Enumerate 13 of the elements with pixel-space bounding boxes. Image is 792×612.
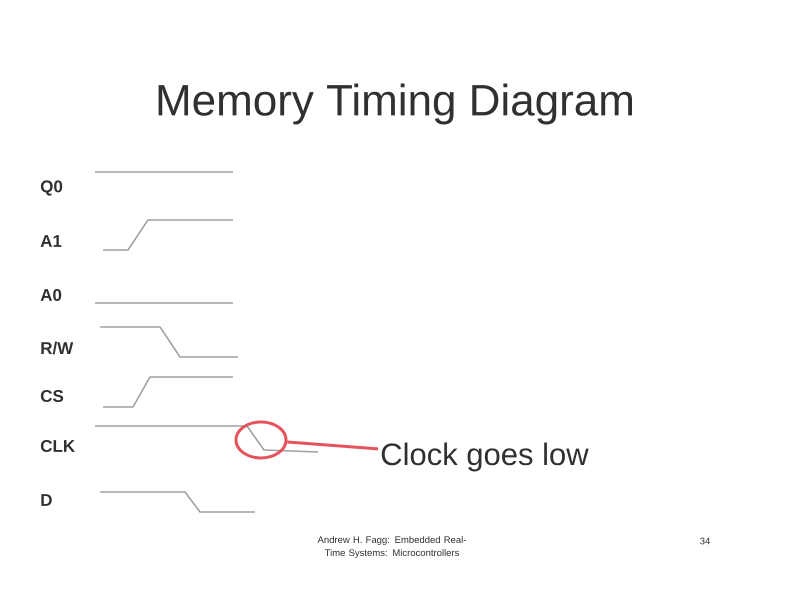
leader-line [287,440,378,450]
signal-label: D [41,494,52,506]
title: Memory Timing Diagram [158,83,632,124]
signal-label: Q0 [40,180,62,196]
signal-label: CS [40,390,64,402]
signal-label: R/W [41,342,74,354]
highlight-ellipse [234,420,288,460]
page-number: 34 [700,538,710,544]
signal-label: A1 [40,235,62,247]
signal-label: A0 [40,288,62,302]
footer-text: Andrew H. Fagg: Embedded Real-Time Systems: Microcontrollers [318,536,466,558]
callout-text: Clock goes low [382,442,589,472]
signal-label: CLK [40,440,75,452]
